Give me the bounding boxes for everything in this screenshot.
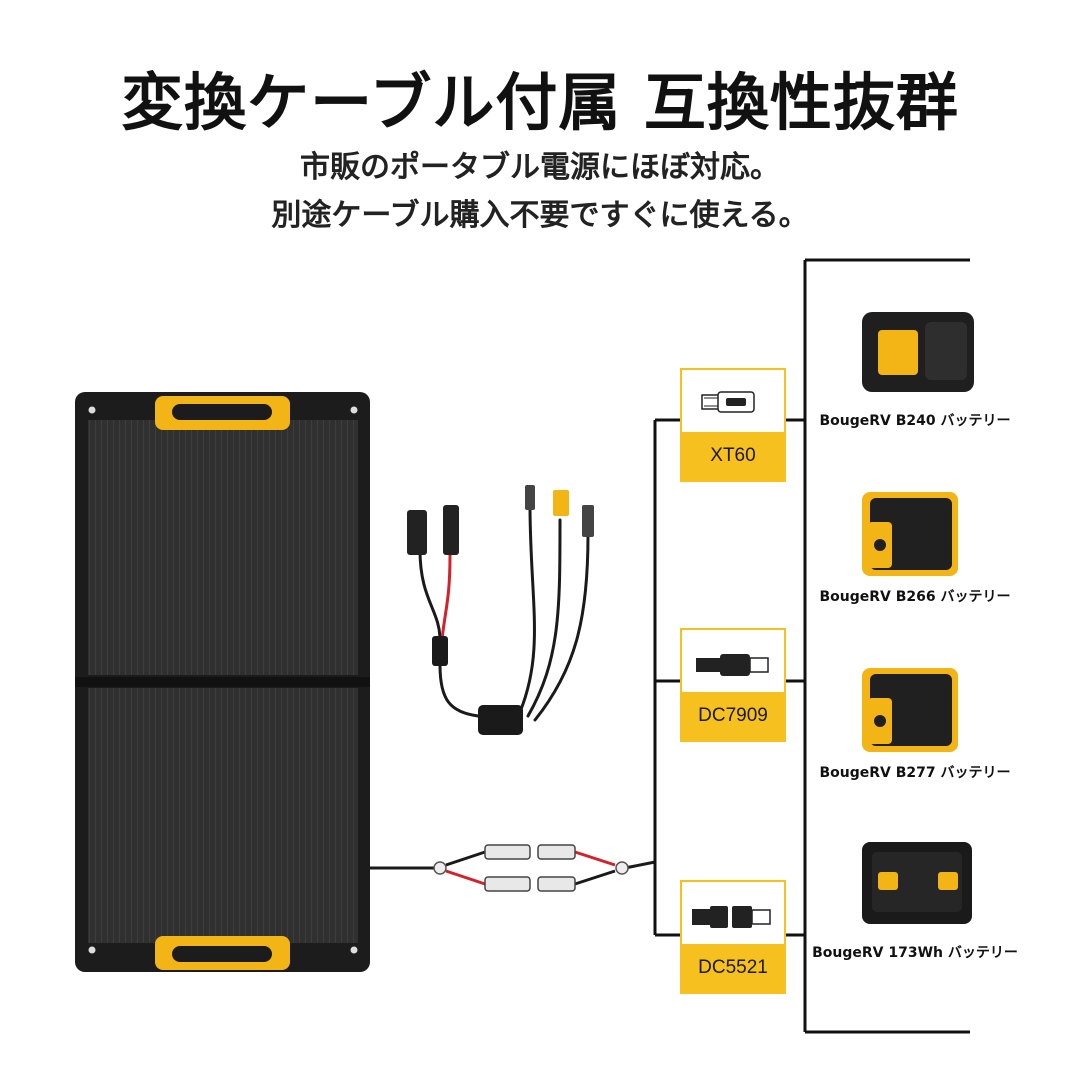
solar-panel-icon xyxy=(75,392,370,972)
connector-box-dc5521: DC5521 xyxy=(680,880,786,994)
xt60-connector-icon xyxy=(701,391,755,413)
panel-handle-bottom-icon xyxy=(155,936,290,970)
subtitle-line-1: 市販のポータブル電源にほぼ対応。 xyxy=(300,150,780,185)
connector-box-dc7909: DC7909 xyxy=(680,628,786,742)
y-cable-icon xyxy=(407,485,594,735)
battery-label-b240: BougeRV B240 バッテリー xyxy=(819,413,1011,429)
battery-label-173wh: BougeRV 173Wh バッテリー xyxy=(812,945,1018,961)
connector-label: DC5521 xyxy=(682,944,784,992)
battery-173wh-icon xyxy=(862,842,972,924)
battery-label-b266: BougeRV B266 バッテリー xyxy=(819,589,1011,605)
mc4-branch-cable-icon xyxy=(370,844,656,892)
battery-label-b277: BougeRV B277 バッテリー xyxy=(819,765,1011,781)
subtitle-line-2: 別途ケーブル購入不要ですぐに使える。 xyxy=(271,198,809,233)
panel-handle-top-icon xyxy=(155,396,290,430)
battery-b277-icon xyxy=(862,668,958,752)
battery-b266-icon xyxy=(862,492,958,576)
dc5521-connector-icon xyxy=(692,906,771,928)
connector-label: XT60 xyxy=(682,432,784,480)
battery-b240-icon xyxy=(862,312,974,392)
connection-lines xyxy=(653,258,970,1034)
dc7909-connector-icon xyxy=(696,654,769,676)
connector-label: DC7909 xyxy=(682,692,784,740)
connector-box-xt60: XT60 xyxy=(680,368,786,482)
page-title: 変換ケーブル付属 互換性抜群 xyxy=(121,66,959,139)
